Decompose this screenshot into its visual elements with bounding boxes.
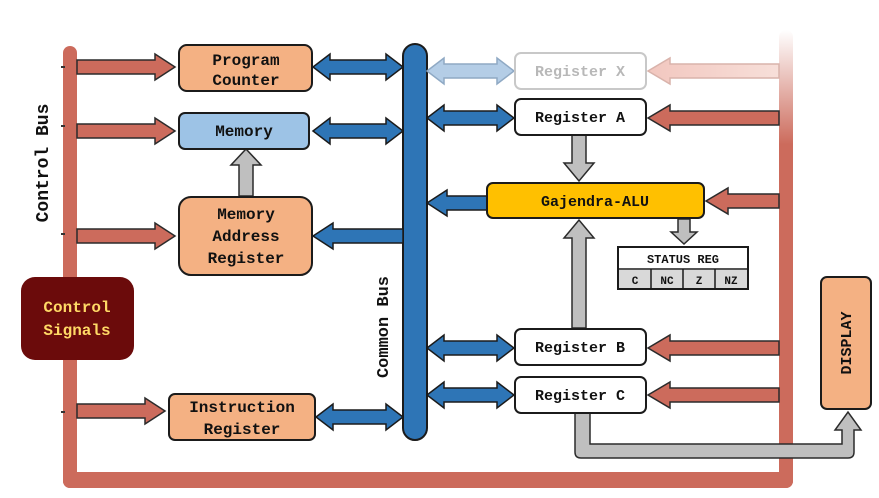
alu: Gajendra-ALU: [486, 182, 705, 219]
arrow-memory-bus: [311, 116, 405, 146]
program-counter-label-2: Counter: [212, 72, 279, 90]
register-c: Register C: [514, 376, 647, 414]
arrow-alu-to-bus: [425, 188, 488, 218]
mar-label-1: Memory: [217, 206, 275, 224]
control-bus-ticks: [61, 66, 65, 413]
arrow-mar-to-memory: [229, 147, 263, 197]
arrow-bus-register-c: [425, 380, 516, 410]
control-bus-bottom-line: [63, 472, 793, 488]
mar-label-2: Address: [212, 228, 279, 246]
arrow-ir-bus: [314, 402, 405, 432]
program-counter-label-1: Program: [212, 52, 280, 70]
common-bus-label: Common Bus: [375, 276, 394, 378]
memory: Memory: [178, 112, 310, 150]
arrow-to-ir: [76, 396, 167, 426]
display: DISPLAY: [820, 276, 872, 410]
arrow-to-register-a: [646, 103, 780, 133]
flag-nc: NC: [660, 276, 674, 288]
register-b: Register B: [514, 328, 647, 366]
left-control-arrows: [76, 52, 177, 426]
arrow-alu-to-status: [669, 218, 699, 246]
gray-arrows: [229, 134, 863, 459]
register-x-label: Register X: [535, 64, 625, 81]
memory-address-register: Memory Address Register: [178, 196, 313, 276]
right-control-arrows: [646, 56, 780, 410]
control-signals-label-1: Control: [43, 299, 110, 317]
register-x: Register X: [514, 52, 647, 90]
register-a-label: Register A: [535, 110, 625, 127]
flag-z: Z: [696, 276, 703, 288]
ir-label-2: Register: [204, 421, 281, 439]
alu-label: Gajendra-ALU: [541, 194, 649, 211]
register-a: Register A: [514, 98, 647, 136]
arrow-bus-to-mar: [311, 221, 404, 251]
arrow-to-alu: [704, 186, 780, 216]
control-bus-right-line: [779, 30, 793, 488]
arrow-to-register-c: [646, 380, 780, 410]
arrow-bus-register-b: [425, 333, 516, 363]
arrow-register-c-to-display: [574, 410, 863, 459]
arrow-to-memory: [76, 116, 177, 146]
arrow-to-register-b: [646, 333, 780, 363]
arrow-register-b-to-alu: [562, 218, 596, 329]
ir-label-1: Instruction: [189, 399, 295, 417]
flag-nz: NZ: [724, 276, 738, 288]
mar-label-3: Register: [208, 250, 285, 268]
register-c-label: Register C: [535, 388, 625, 405]
arrow-to-program-counter: [76, 52, 177, 82]
right-data-arrows: [425, 56, 516, 410]
arrow-to-register-x: [646, 56, 780, 86]
arrow-bus-register-x: [425, 56, 516, 86]
control-bus-label: Control Bus: [34, 104, 54, 223]
arrow-to-mar: [76, 221, 177, 251]
control-bus-left-line: [63, 46, 77, 488]
status-reg-label: STATUS REG: [647, 253, 719, 267]
flag-c: C: [632, 276, 639, 288]
program-counter: Program Counter: [178, 44, 313, 92]
instruction-register: Instruction Register: [168, 393, 316, 441]
control-bus: [63, 30, 793, 488]
arrow-register-a-to-alu: [562, 134, 596, 183]
arrow-pc-bus: [311, 52, 405, 82]
control-signals: Control Signals: [21, 277, 134, 360]
arrow-bus-register-a: [425, 103, 516, 133]
status-register: STATUS REG C NC Z NZ: [617, 246, 749, 290]
display-label: DISPLAY: [839, 311, 856, 374]
memory-label: Memory: [215, 123, 273, 141]
register-b-label: Register B: [535, 340, 625, 357]
control-signals-label-2: Signals: [43, 322, 110, 340]
common-bus: [402, 43, 428, 441]
left-data-arrows: [311, 52, 405, 432]
